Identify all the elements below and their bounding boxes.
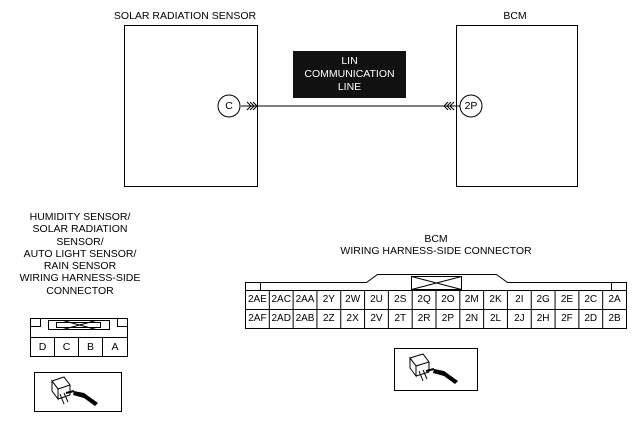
bcm-pin-2ad: 2AD (271, 313, 291, 324)
bcm-pin-2ac: 2AC (271, 294, 291, 305)
left-title-line: AUTO LIGHT SENSOR/ (23, 247, 137, 260)
bcm-pin-2o: 2O (441, 294, 455, 305)
bcm-pin-2i: 2I (515, 294, 524, 305)
left-connector-face (30, 318, 128, 357)
bcm-connector-title-line-2: WIRING HARNESS-SIDE CONNECTOR (340, 245, 532, 257)
bcm-pin-2aa: 2AA (295, 294, 315, 305)
bcm-pin-2z: 2Z (323, 313, 335, 324)
bcm-pin-2d: 2D (584, 313, 598, 324)
bcm-pin-2s: 2S (394, 294, 407, 305)
left-title-line: SOLAR RADIATION (32, 223, 128, 236)
left-pin-b: B (86, 341, 94, 353)
bcm-connector-face (245, 274, 627, 329)
bcm-pin-2k: 2K (489, 294, 502, 305)
terminal-2p-label: 2P (464, 100, 478, 112)
left-title-line: RAIN SENSOR (43, 260, 117, 273)
bcm-connector-title: BCM WIRING HARNESS-SIDE CONNECTOR (300, 233, 572, 257)
bcm-pin-2p: 2P (441, 313, 455, 324)
terminal-2p-circle (459, 94, 483, 118)
bcm-pin-2h: 2H (536, 313, 550, 324)
lin-label-line-2: COMMUNICATION (304, 68, 395, 80)
connector-probe-icon-bcm (394, 348, 478, 391)
bcm-pin-2q: 2Q (417, 294, 431, 305)
bcm-pin-2m: 2M (464, 294, 479, 305)
connector-probe-icon-left (34, 372, 122, 412)
bcm-pin-2c: 2C (584, 294, 598, 305)
left-title-line: CONNECTOR (46, 284, 114, 297)
bcm-pin-2f: 2F (561, 313, 573, 324)
left-pin-a: A (111, 341, 119, 353)
left-pin-c: C (62, 341, 71, 353)
bcm-connector-title-line-1: BCM (424, 233, 448, 245)
bcm-pin-2j: 2J (514, 313, 525, 324)
bcm-pin-2g: 2G (536, 294, 550, 305)
bcm-pin-2t: 2T (394, 313, 407, 324)
left-title-line: WIRING HARNESS-SIDE (19, 272, 141, 285)
bcm-connector-chevrons (443, 101, 455, 111)
terminal-c-circle (217, 94, 241, 118)
left-pin-d: D (38, 341, 47, 353)
sensor-connector-chevrons (246, 101, 258, 111)
bcm-pin-2v: 2V (370, 313, 383, 324)
bcm-pin-2u: 2U (370, 294, 383, 305)
bcm-pin-2b: 2B (608, 313, 621, 324)
terminal-c-label: C (225, 100, 233, 112)
left-connector-title: HUMIDITY SENSOR/ SOLAR RADIATION SENSOR/… (0, 211, 160, 297)
bcm-pin-2n: 2N (465, 313, 479, 324)
bcm-pin-2e: 2E (560, 294, 574, 305)
lin-label-line-3: LINE (337, 81, 362, 93)
solar-radiation-sensor-title: SOLAR RADIATION SENSOR (113, 10, 257, 22)
bcm-pin-2y: 2Y (322, 294, 335, 305)
left-title-line: HUMIDITY SENSOR/ (29, 211, 131, 223)
left-title-line: SENSOR/ (56, 235, 104, 248)
lin-label-box (293, 51, 406, 98)
bcm-pin-2af: 2AF (248, 313, 267, 324)
lin-label-line-1: LIN (341, 55, 358, 67)
lin-communication-line-label: LIN COMMUNICATION LINE (293, 55, 406, 94)
bcm-title: BCM (503, 10, 527, 22)
bcm-pin-2l: 2L (489, 313, 502, 324)
bcm-pin-2ab: 2AB (295, 313, 315, 324)
bcm-pin-2w: 2W (345, 294, 361, 305)
bcm-pin-2r: 2R (417, 313, 431, 324)
bcm-pin-2ae: 2AE (247, 294, 267, 305)
bcm-pin-2a: 2A (608, 294, 621, 305)
bcm-pin-2x: 2X (346, 313, 359, 324)
